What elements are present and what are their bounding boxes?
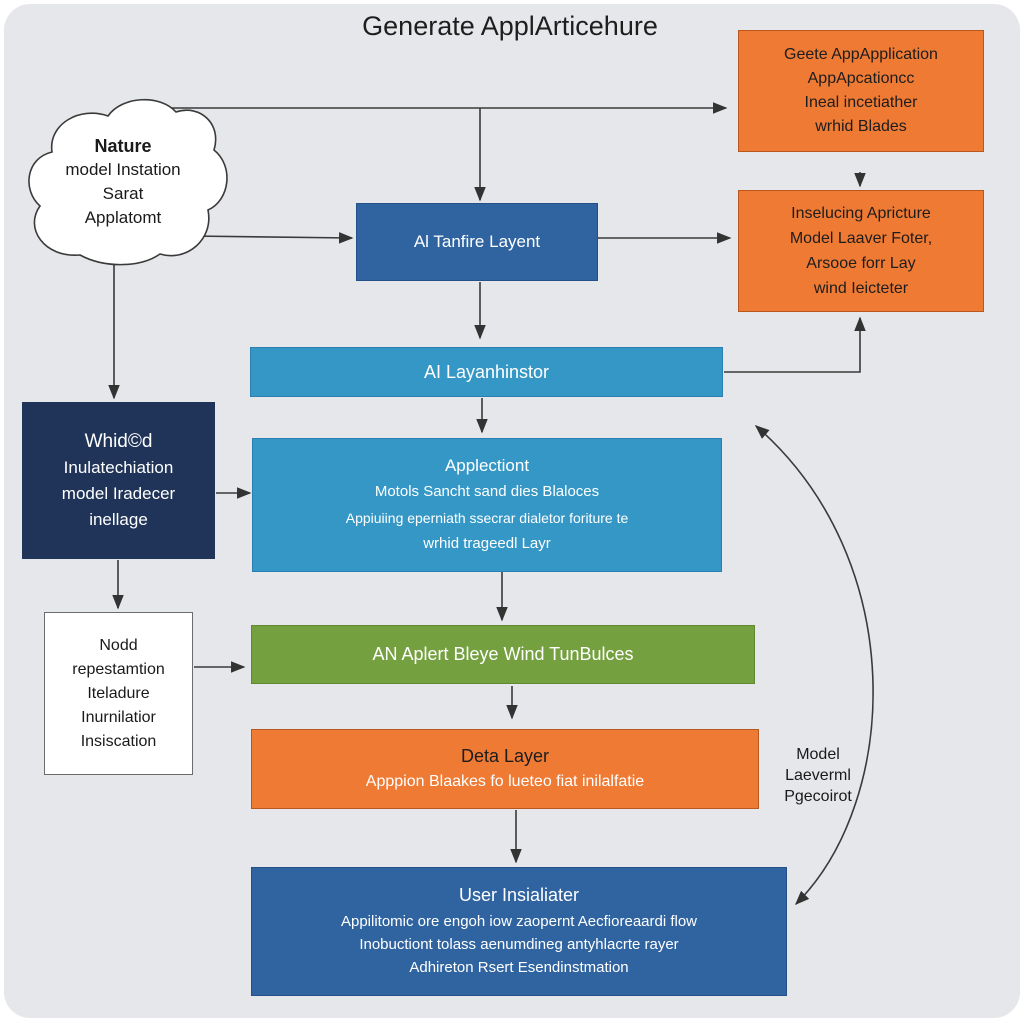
white-box-line-3: Iteladure xyxy=(87,684,150,702)
side-label-line-3: Pgecoirot xyxy=(784,788,852,805)
user-layer-line-3: Inobuctiont tolass aenumdineg antyhlacrt… xyxy=(359,936,679,953)
orange-mid-line-1: Inselucing Apricture xyxy=(791,205,931,222)
tanfire-layer-node: Al Tanfire Layent xyxy=(356,203,598,281)
ai-layer-node: AI Layanhinstor xyxy=(250,347,723,397)
data-layer-node: Deta Layer Apppion Blaakes fo lueteo fia… xyxy=(251,729,759,809)
user-layer-node: User Insialiater Appilitomic ore engoh i… xyxy=(251,867,787,996)
ai-layer-label: AI Layanhinstor xyxy=(423,361,550,382)
orange-top-line-1: Geete AppApplication xyxy=(784,46,938,63)
whidod-line-4: inellage xyxy=(89,509,148,529)
orange-mid-line-3: Arsooe forr Lay xyxy=(806,255,916,272)
cloud-line-1: Nature xyxy=(94,136,152,156)
user-layer-line-2: Appilitomic ore engoh iow zaopernt Aecfi… xyxy=(340,913,698,930)
orange-mid-node: Inselucing Apricture Model Laaver Foter,… xyxy=(738,190,984,312)
arrow-ai-layer-to-orange-mid xyxy=(724,316,866,373)
data-layer-line-1: Deta Layer xyxy=(460,746,550,766)
whidod-line-2: Inulatechiation xyxy=(63,457,174,477)
white-box-line-4: Inurnilatior xyxy=(81,708,156,726)
cloud-node: Nature model Instation Sarat Applatomt xyxy=(38,134,208,230)
green-layer-label: AN Aplert Bleye Wind TunBulces xyxy=(372,644,634,664)
white-box-line-2: repestamtion xyxy=(72,660,165,678)
applicetion-line-4: wrhid trageedl Layr xyxy=(423,535,551,552)
orange-top-line-2: AppApcationcc xyxy=(807,70,915,87)
orange-top-node: Geete AppApplication AppApcationcc Ineal… xyxy=(738,30,984,152)
cloud-line-2: model Instation xyxy=(65,160,181,179)
applicetion-line-1: Applectiont xyxy=(444,456,530,475)
arrow-cloud-to-orange-top xyxy=(165,102,728,121)
cloud-line-3: Sarat xyxy=(102,184,144,203)
white-box-line-5: Insiscation xyxy=(80,732,157,750)
whidod-line-3: model Iradecer xyxy=(61,483,176,503)
orange-mid-line-4: wind Ieicteter xyxy=(813,280,909,297)
cloud-line-4: Applatomt xyxy=(84,208,162,227)
tanfire-layer-label: Al Tanfire Layent xyxy=(413,232,541,251)
orange-mid-line-2: Model Laaver Foter, xyxy=(789,230,933,247)
applicetion-line-2: Motols Sancht sand dies Blaloces xyxy=(374,483,600,500)
applicetion-line-3: Appiuiing eperniath ssecrar dialetor for… xyxy=(345,510,629,526)
white-box-node: Nodd repestamtion Iteladure Inurnilatior… xyxy=(44,612,193,775)
cloud-shape xyxy=(28,98,228,266)
side-label-line-1: Model xyxy=(796,746,840,763)
orange-top-line-3: Ineal incetiather xyxy=(804,94,918,111)
side-label-line-2: Laeverml xyxy=(785,767,851,784)
applicetion-node: Applectiont Motols Sancht sand dies Blal… xyxy=(252,438,722,572)
green-layer-node: AN Aplert Bleye Wind TunBulces xyxy=(251,625,755,684)
white-box-line-1: Nodd xyxy=(99,636,138,654)
arrow-feedback-curve xyxy=(754,425,874,906)
orange-top-line-4: wrhid Blades xyxy=(815,118,907,135)
side-label: Model Laeverml Pgecoirot xyxy=(770,744,866,807)
diagram-title: Generate ApplArticehure xyxy=(362,11,658,41)
data-layer-line-2: Apppion Blaakes fo lueteo fiat inilalfat… xyxy=(365,773,645,790)
user-layer-line-4: Adhireton Rsert Esendinstmation xyxy=(409,959,629,976)
user-layer-line-1: User Insialiater xyxy=(458,885,580,905)
arrow-cloud-to-tanfire xyxy=(189,232,354,244)
whidod-node: Whid©d Inulatechiation model Iradecer in… xyxy=(22,402,215,559)
whidod-line-1: Whid©d xyxy=(84,430,153,452)
